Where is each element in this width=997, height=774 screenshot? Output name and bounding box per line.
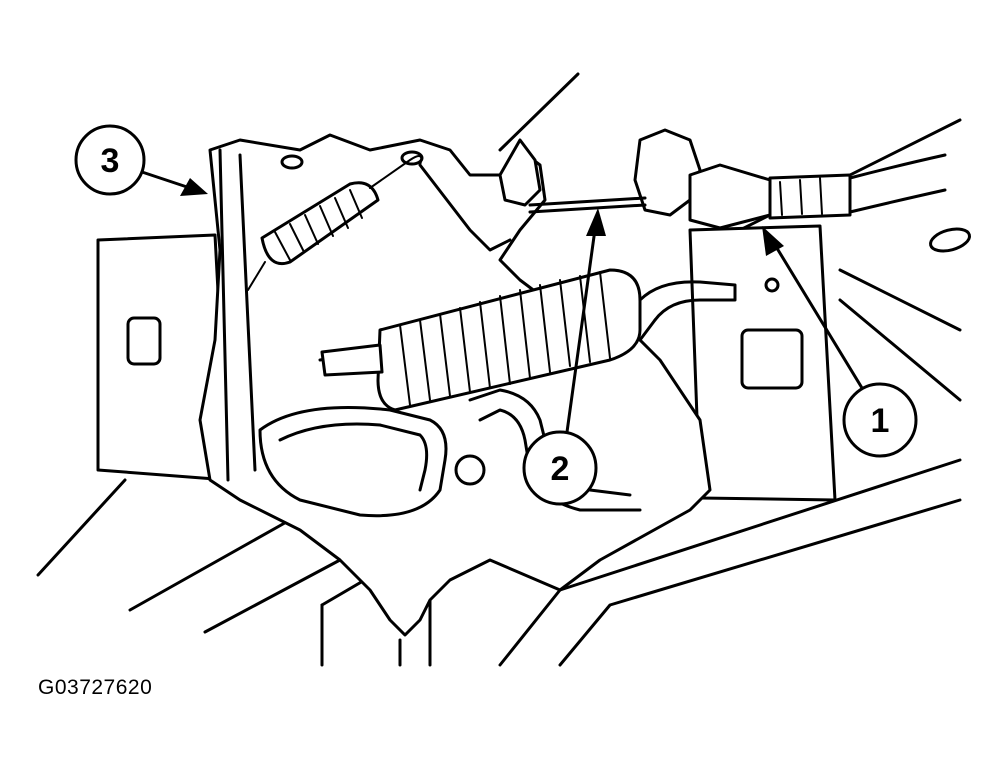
figure-code: G03727620 [38, 676, 153, 699]
callout-2-arrowhead [586, 208, 606, 236]
callout-3-arrowhead [180, 178, 208, 196]
callout-2: 2 [522, 208, 606, 506]
callout-1-circle [842, 382, 918, 458]
callout-1: 1 [762, 226, 918, 458]
callout-3-label: 3 [101, 142, 120, 180]
callout-1-label: 1 [871, 402, 890, 440]
upper-return-spring [247, 150, 424, 291]
callout-2-label: 2 [551, 450, 570, 488]
callout-1-arrowhead [762, 226, 784, 256]
callout-3: 3 [74, 124, 208, 196]
callout-2-circle [522, 430, 598, 506]
release-cable [528, 153, 947, 230]
callout-3-circle [74, 124, 146, 196]
main-latch-spring [318, 268, 737, 412]
right-mounting-bracket [688, 224, 837, 502]
cable-bracket [498, 128, 702, 217]
